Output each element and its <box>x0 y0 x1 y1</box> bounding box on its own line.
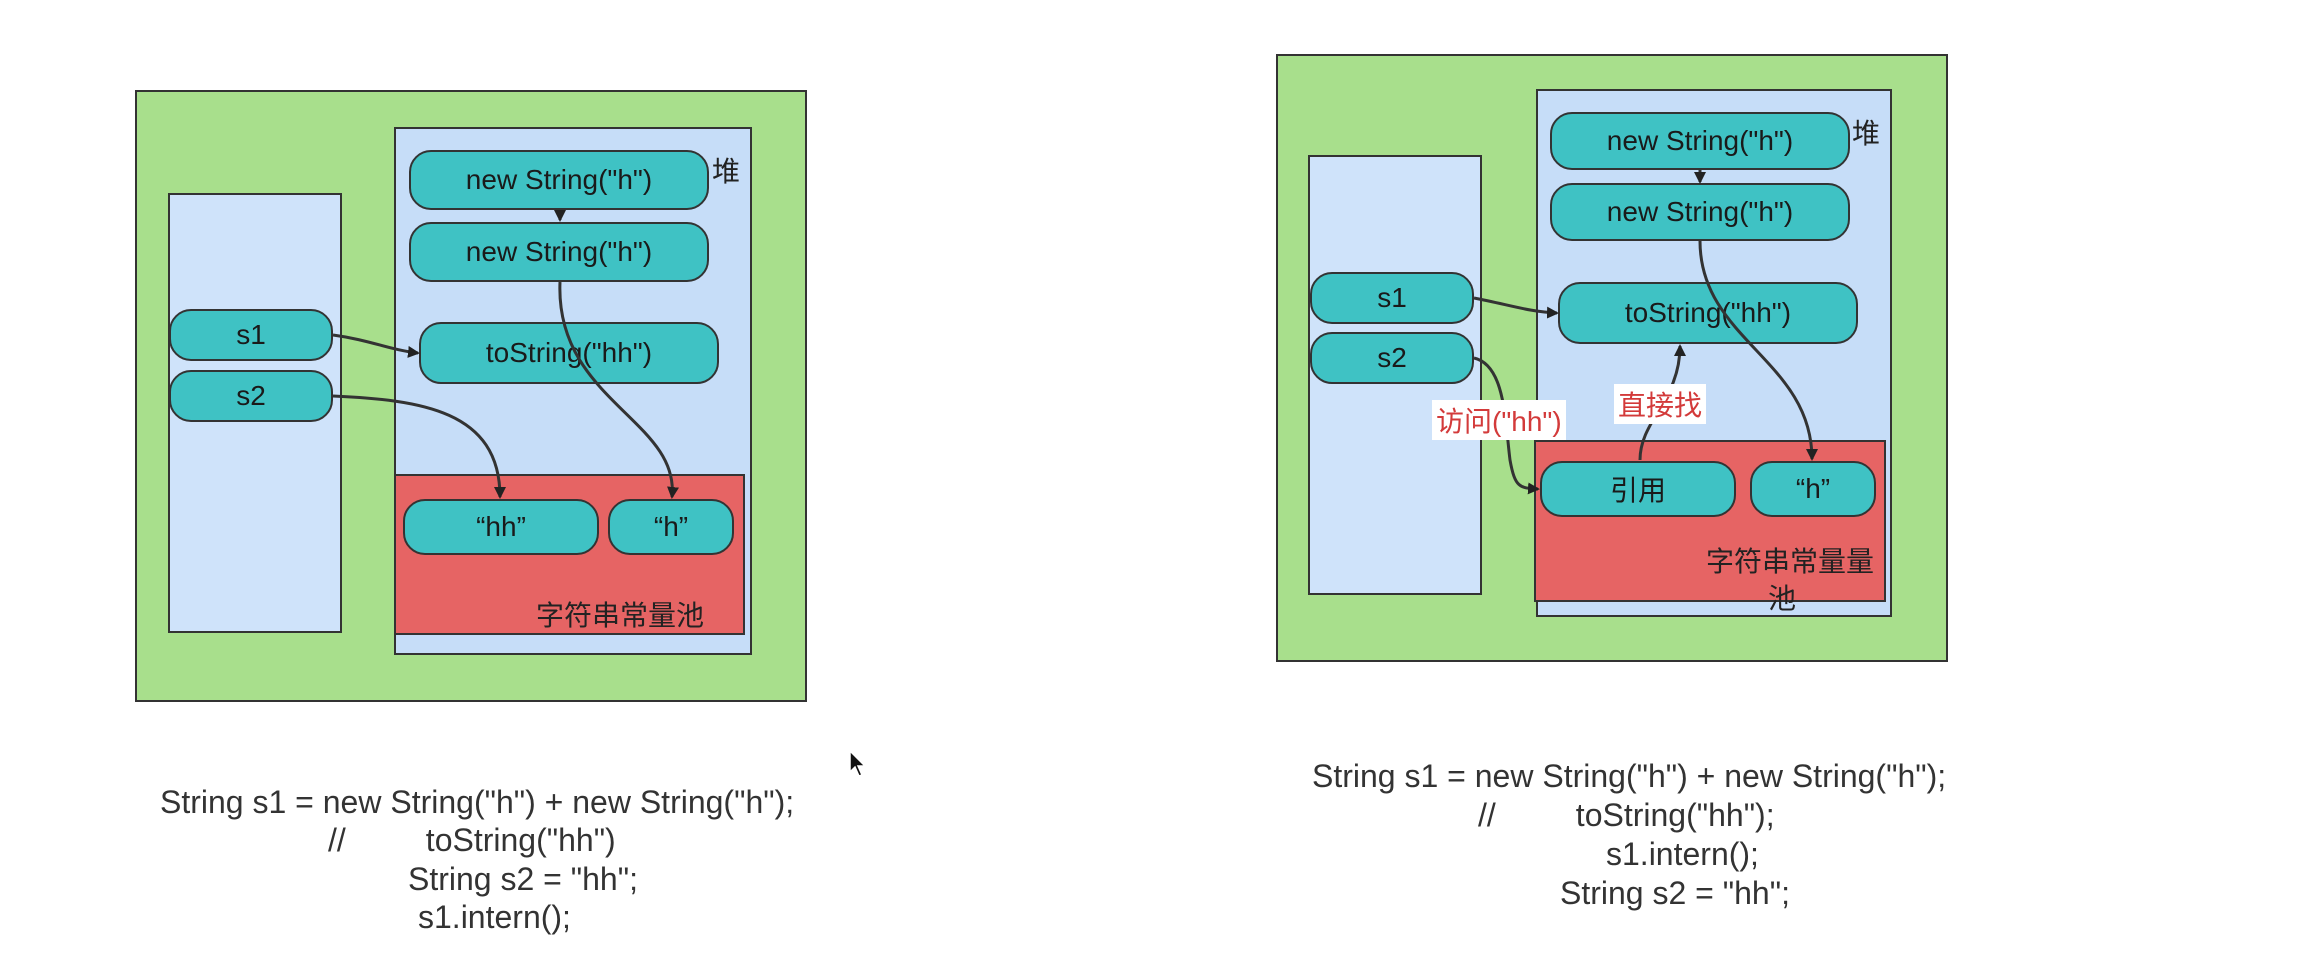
right-code-line-4: String s2 = "hh"; <box>1560 875 1790 911</box>
right-pool-item-h: “h” <box>1750 461 1876 517</box>
left-pool-item-h: “h” <box>608 499 734 555</box>
right-pool-label-line1: 字符串常量量 <box>1706 546 1875 577</box>
cursor-icon <box>849 750 867 777</box>
right-heap-tostring: toString("hh") <box>1558 282 1858 344</box>
left-heap-new-string-2: new String("h") <box>409 222 709 282</box>
left-code-line-4: s1.intern(); <box>418 899 571 935</box>
right-heap-new-string-1: new String("h") <box>1550 112 1850 170</box>
right-code-line-2: // toString("hh"); <box>1478 797 1775 833</box>
right-annotation-access: 访问("hh") <box>1432 400 1566 440</box>
right-annotation-direct: 直接找 <box>1614 384 1707 424</box>
right-stack-var-s2: s2 <box>1310 332 1474 384</box>
right-stack-var-s1: s1 <box>1310 272 1474 324</box>
right-heap-new-string-2: new String("h") <box>1550 183 1850 241</box>
right-code-line-3: s1.intern(); <box>1606 836 1759 872</box>
right-pool-label-line2: 池 <box>1768 583 1797 614</box>
left-pool-label: 字符串常量池 <box>536 600 705 631</box>
right-heap-label: 堆 <box>1852 118 1881 149</box>
right-pool-item-reference: 引用 <box>1540 461 1736 517</box>
left-heap-tostring: toString("hh") <box>419 322 719 384</box>
left-pool-item-hh: “hh” <box>403 499 599 555</box>
left-stack-var-s2: s2 <box>169 370 333 422</box>
left-heap-new-string-1: new String("h") <box>409 150 709 210</box>
left-code-line-2: // toString("hh") <box>328 822 616 858</box>
left-stack-var-s1: s1 <box>169 309 333 361</box>
left-code-line-1: String s1 = new String("h") + new String… <box>160 784 795 820</box>
left-code-line-3: String s2 = "hh"; <box>408 861 638 897</box>
right-code-line-1: String s1 = new String("h") + new String… <box>1312 758 1947 794</box>
left-heap-label: 堆 <box>712 156 741 187</box>
